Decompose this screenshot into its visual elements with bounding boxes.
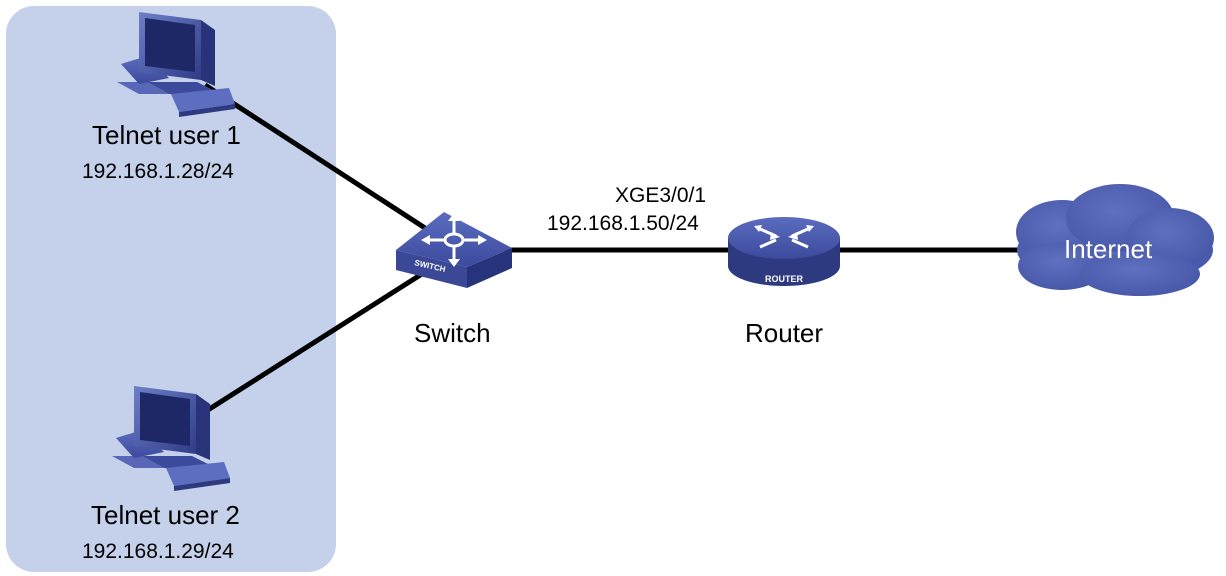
computer-icon-user2: [112, 386, 230, 491]
user1-ip: 192.168.1.28/24: [82, 160, 234, 183]
router-label: Router: [745, 318, 824, 348]
user1-label: Telnet user 1: [92, 120, 241, 150]
link-user1-switch: [203, 82, 427, 231]
router-badge: ROUTER: [765, 274, 804, 284]
link-user2-switch: [198, 269, 427, 418]
switch-label: Switch: [414, 318, 491, 348]
router-interface: XGE3/0/1: [615, 184, 707, 207]
user-group-background: [6, 6, 336, 572]
switch-icon: SWITCH: [396, 212, 512, 288]
computer-icon-user1: [117, 12, 235, 117]
router-interface-ip: 192.168.1.50/24: [547, 212, 699, 235]
user2-label: Telnet user 2: [91, 500, 240, 530]
user2-ip: 192.168.1.29/24: [82, 540, 234, 563]
cloud-icon: [1016, 184, 1214, 296]
internet-label: Internet: [1064, 234, 1153, 264]
router-icon: ROUTER: [728, 217, 840, 286]
